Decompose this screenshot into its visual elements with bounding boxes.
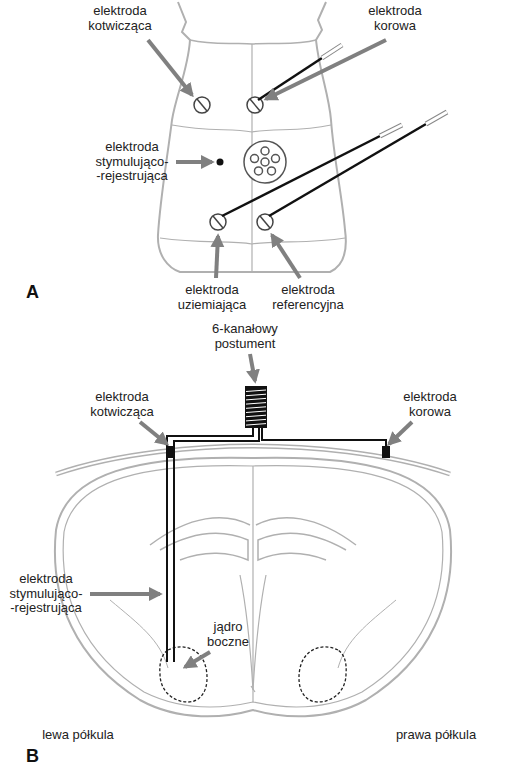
nucleus-outline — [160, 647, 346, 702]
anchor-screw — [166, 446, 173, 458]
thread — [246, 394, 266, 396]
brain-section — [55, 446, 451, 716]
electrode-label: elektroda korowa — [368, 4, 421, 33]
electrode-label: elektroda referencyjna — [272, 283, 344, 312]
cortical-screw — [382, 446, 390, 458]
electrode-label: elektroda stymulująco- -rejestrująca — [10, 572, 83, 616]
thread — [246, 415, 266, 417]
electrode-label: elektroda kotwicząca — [88, 4, 152, 33]
pedestal-label: 6-kanałowy postument — [212, 322, 278, 351]
hemisphere-label: prawa półkula — [396, 728, 476, 743]
electrode-label: elektroda korowa — [403, 390, 456, 419]
skull-top-view — [158, 2, 346, 272]
thread — [246, 411, 266, 413]
panel-letter: A — [26, 282, 39, 302]
electrode-label: elektroda uziemiająca — [178, 283, 247, 312]
thread — [246, 390, 266, 392]
panel-letter: B — [26, 746, 39, 766]
thread — [246, 419, 266, 421]
nucleus-label: jądro boczne — [207, 620, 249, 649]
connector-socket — [244, 141, 286, 183]
electrode-label: elektroda kotwicząca — [90, 390, 154, 419]
thread — [246, 407, 266, 409]
wire — [167, 428, 386, 662]
thread — [246, 398, 266, 400]
thread — [246, 424, 266, 426]
wire — [222, 45, 447, 216]
pedestal — [245, 386, 267, 428]
electrode-dot — [217, 159, 224, 166]
electrode-label: elektroda stymulująco- -rejestrująca — [96, 140, 169, 184]
thread — [246, 403, 266, 405]
leader-arrow — [90, 40, 412, 667]
hemisphere-label: lewa półkula — [42, 728, 114, 743]
